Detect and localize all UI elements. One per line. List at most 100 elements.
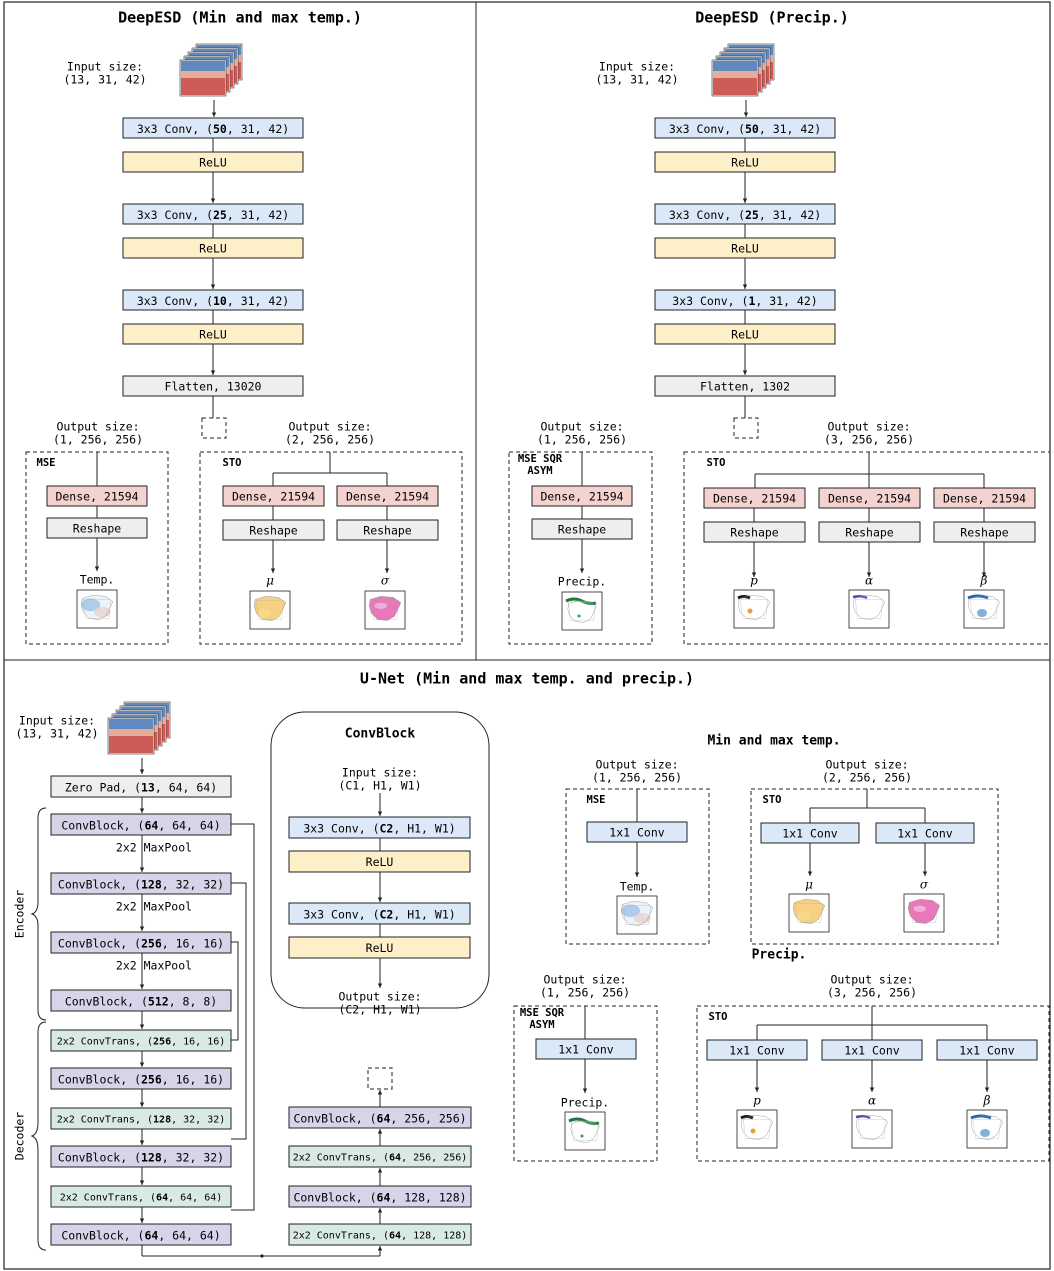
map-outline <box>970 599 998 619</box>
arrowhead-icon <box>377 811 383 816</box>
arrowhead-icon <box>981 572 987 577</box>
label-bold-part: 256 <box>141 936 162 950</box>
unet-precip-head-p-map <box>736 1109 778 1149</box>
deepesd-precip-relu-block-3-label: ReLU <box>731 242 759 256</box>
map-outline <box>910 903 938 923</box>
unet-precip-head-p-label: p <box>753 1094 761 1108</box>
map-outline <box>568 601 596 621</box>
deepesd-precip-input-stack <box>711 43 775 97</box>
unet-temp-head-mu-label: μ <box>805 878 813 892</box>
arrowhead-icon <box>139 926 145 931</box>
deepesd-temp-relu-block-3-label: ReLU <box>199 242 227 256</box>
convblock-title: ConvBlock <box>345 727 416 742</box>
iberia-shape <box>369 596 402 621</box>
convblock-output-size-value: (C2, H1, W1) <box>338 1003 421 1017</box>
label-part: 2x2 ConvTrans, ( <box>57 1037 153 1048</box>
unet-precip-head-sto <box>696 1005 1050 1162</box>
arrowhead-icon <box>582 1088 588 1093</box>
label-bold-part: 64 <box>377 1190 391 1204</box>
deepesd-precip-alpha-label: α <box>865 574 873 588</box>
iberia-shape <box>738 595 771 620</box>
arrowhead-icon <box>139 1140 145 1145</box>
iberia-shape <box>856 1115 889 1140</box>
junction-dot <box>260 1254 264 1258</box>
arrowhead-icon <box>754 1087 760 1092</box>
input-field <box>181 78 225 95</box>
label-bold-part: 128 <box>153 1115 171 1126</box>
unet-right-convtrans-1-label: 2x2 ConvTrans, (64, 256, 256) <box>293 1153 468 1164</box>
unet-left-convblock-9-label: ConvBlock, (64, 64, 64) <box>61 1228 220 1242</box>
label-bold-part: 512 <box>148 994 169 1008</box>
arrowhead-icon <box>211 112 217 117</box>
arrowhead-icon <box>377 1246 383 1251</box>
deepesd-temp-dense-mse-label: Dense, 21594 <box>55 490 138 504</box>
label-part: 3x3 Conv, ( <box>303 907 379 921</box>
input-field <box>109 736 153 753</box>
iberia-shape <box>621 901 654 926</box>
deepesd-precip-mse-tag: MSE SQR <box>518 453 563 465</box>
unet-left-convblock-3 <box>50 989 232 1012</box>
convblock-conv-2-label: 3x3 Conv, (C2, H1, W1) <box>303 907 455 921</box>
label-part: , 64, 64) <box>155 780 217 794</box>
unet-title: U-Net (Min and max temp. and precip.) <box>360 670 694 688</box>
convblock-relu-2-label: ReLU <box>366 941 394 955</box>
arrowhead-icon <box>751 572 757 577</box>
convblock-conv-1-label: 3x3 Conv, (C2, H1, W1) <box>303 821 455 835</box>
deepesd-temp-reshape-mse-label: Reshape <box>73 522 122 536</box>
label-bold-part: 13 <box>141 780 155 794</box>
map-field <box>913 905 927 912</box>
deepesd-precip-alpha-map <box>848 589 890 629</box>
deepesd-precip-p-label: p <box>750 574 758 588</box>
deepesd-temp-conv-block-2-label: 3x3 Conv, (25, 31, 42) <box>137 208 289 222</box>
arrowhead-icon <box>139 808 145 813</box>
deepesd-precip-input-size-value: (13, 31, 42) <box>595 73 678 87</box>
label-bold-part: 64 <box>389 1153 401 1164</box>
arrowhead-icon <box>139 769 145 774</box>
unet-precip-head-precip-label: Precip. <box>561 1096 609 1110</box>
unet-precip-head-output-left-title: Output size: <box>543 973 626 987</box>
map-outline <box>571 1121 599 1141</box>
unet-precip-head-title: Precip. <box>752 948 807 963</box>
unet-precip-head-output-right-title: Output size: <box>830 973 913 987</box>
label-bold-part: 64 <box>144 1228 158 1242</box>
label-part: , 128, 128) <box>401 1231 467 1242</box>
unet-temp-head-conv-sigma-label: 1x1 Conv <box>897 827 952 841</box>
input-field <box>109 729 153 736</box>
map-field <box>81 598 101 612</box>
unet-temp-head-sto <box>750 788 999 945</box>
unet-temp-head-temp-label: Temp. <box>620 880 655 894</box>
convblock-input-size-value: (C1, H1, W1) <box>338 779 421 793</box>
arrowhead-icon <box>743 112 749 117</box>
unet-left-convblock-1-label: ConvBlock, (128, 32, 32) <box>58 877 224 891</box>
label-part: 3x3 Conv, ( <box>669 208 745 222</box>
deepesd-precip-output-left-title: Output size: <box>540 420 623 434</box>
deepesd-precip-flatten-block-6-label: Flatten, 1302 <box>700 380 790 394</box>
unet-precip-head-conv-mse-label: 1x1 Conv <box>558 1043 613 1057</box>
deepesd-precip-dense-2-label: Dense, 21594 <box>943 492 1026 506</box>
unet-precip-head-asym-tag: ASYM <box>529 1019 554 1031</box>
input-field <box>713 78 757 95</box>
map-outline <box>858 1119 886 1139</box>
arrowhead-icon <box>579 568 585 573</box>
arrowhead-icon <box>866 572 872 577</box>
unet-temp-head-sigma-map <box>903 893 945 933</box>
map-field <box>750 1128 756 1134</box>
arrowhead-icon <box>139 984 145 989</box>
unet-temp-head-output-right-title: Output size: <box>825 758 908 772</box>
input-field <box>713 71 757 78</box>
label-part: , 31, 42) <box>755 294 817 308</box>
unet-left-convblock-7 <box>50 1145 232 1168</box>
label-part: ConvBlock, ( <box>61 1228 144 1242</box>
unet-left-convtrans-8 <box>50 1185 232 1208</box>
unet-left-convblock-5 <box>50 1067 232 1090</box>
label-part: , 64, 64) <box>158 1228 220 1242</box>
arrowhead-icon <box>377 1090 383 1095</box>
label-bold-part: 50 <box>745 122 759 136</box>
label-bold-part: 256 <box>153 1037 171 1048</box>
label-bold-part: 64 <box>389 1231 401 1242</box>
label-part: ConvBlock, ( <box>58 1150 141 1164</box>
deepesd-precip-p-map <box>733 589 775 629</box>
label-part: , 8, 8) <box>169 994 217 1008</box>
iberia-shape <box>570 1120 600 1143</box>
deepesd-temp-temp-label: Temp. <box>80 573 115 587</box>
